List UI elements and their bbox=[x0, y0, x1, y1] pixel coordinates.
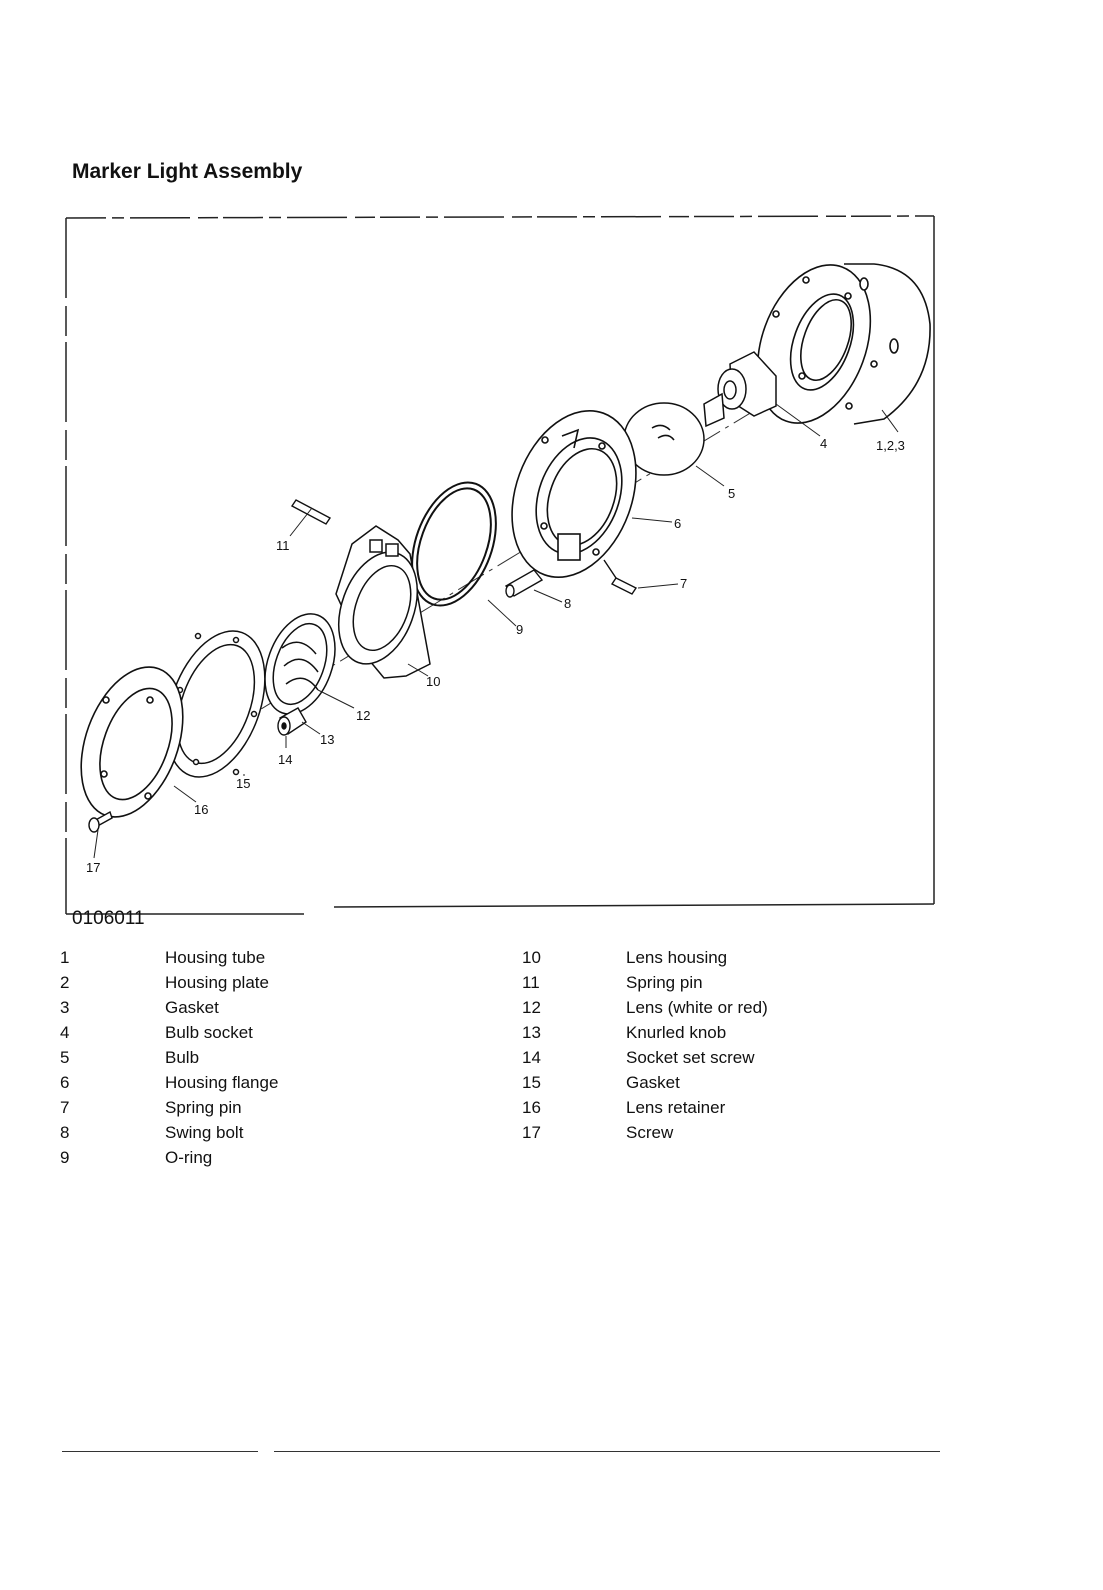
legend-number: 9 bbox=[60, 1148, 70, 1167]
spring-pin-11-part bbox=[290, 499, 332, 525]
callout-11: 11 bbox=[276, 538, 290, 553]
knurled-knob-part bbox=[277, 707, 307, 736]
legend-name: Bulb bbox=[165, 1048, 200, 1067]
legend-name: Bulb socket bbox=[165, 1023, 253, 1042]
exploded-view-diagram: 1,2,3 4 5 6 7 8 9 10 11 12 13 14 15 16 1… bbox=[64, 214, 942, 924]
leader-lines bbox=[93, 403, 899, 859]
legend-name: Gasket bbox=[165, 998, 219, 1017]
legend-number: 7 bbox=[60, 1098, 70, 1117]
legend-number: 11 bbox=[522, 973, 540, 992]
legend-number: 10 bbox=[522, 948, 541, 967]
legend-number: 2 bbox=[60, 973, 70, 992]
housing-flange-part bbox=[511, 409, 637, 579]
spring-pin-7-part bbox=[603, 559, 638, 595]
screw-part bbox=[88, 810, 113, 833]
legend-number: 3 bbox=[60, 998, 70, 1017]
callout-15: 15 bbox=[236, 776, 250, 791]
callout-1-2-3: 1,2,3 bbox=[876, 438, 905, 453]
legend-number: 5 bbox=[60, 1048, 70, 1067]
legend-name: Socket set screw bbox=[626, 1048, 755, 1067]
legend-name: Housing tube bbox=[165, 948, 266, 967]
legend-number: 1 bbox=[60, 948, 70, 967]
legend-number: 6 bbox=[60, 1073, 70, 1092]
callout-16: 16 bbox=[194, 802, 208, 817]
legend-name: Lens (white or red) bbox=[626, 998, 768, 1017]
callout-10: 10 bbox=[426, 674, 440, 689]
legend-name: Swing bolt bbox=[165, 1123, 244, 1142]
legend-name: Spring pin bbox=[626, 973, 703, 992]
legend-name: Lens retainer bbox=[626, 1098, 726, 1117]
lens-housing-part bbox=[335, 525, 431, 679]
legend-name: Housing flange bbox=[165, 1073, 279, 1092]
legend-number: 17 bbox=[522, 1123, 541, 1142]
legend-number: 15 bbox=[522, 1073, 541, 1092]
o-ring-part bbox=[411, 481, 497, 607]
legend-name: Gasket bbox=[626, 1073, 680, 1092]
callout-6: 6 bbox=[674, 516, 681, 531]
bulb-part bbox=[623, 392, 725, 476]
callout-4: 4 bbox=[820, 436, 827, 451]
figure-id: 0106011 bbox=[72, 908, 145, 929]
figure-border bbox=[65, 215, 935, 915]
footer-rule-right bbox=[274, 1451, 940, 1452]
legend-number: 16 bbox=[522, 1098, 541, 1117]
legend-number: 14 bbox=[522, 1048, 541, 1067]
callout-13: 13 bbox=[320, 732, 334, 747]
housing-tube-part bbox=[756, 263, 931, 425]
legend-name: Lens housing bbox=[626, 948, 728, 967]
legend-number: 12 bbox=[522, 998, 541, 1017]
exploded-view-svg: 1,2,3 4 5 6 7 8 9 10 11 12 13 14 15 16 1… bbox=[65, 215, 935, 915]
legend-name: Spring pin bbox=[165, 1098, 242, 1117]
legend-name: O-ring bbox=[165, 1148, 213, 1167]
lens-retainer-part bbox=[80, 666, 184, 818]
legend-name: Knurled knob bbox=[626, 1023, 727, 1042]
callout-7: 7 bbox=[680, 576, 687, 591]
bulb-socket-part bbox=[717, 351, 777, 417]
callout-5: 5 bbox=[728, 486, 735, 501]
page-title: Marker Light Assembly bbox=[72, 160, 303, 183]
callout-9: 9 bbox=[516, 622, 523, 637]
callout-14: 14 bbox=[278, 752, 292, 767]
legend-number: 4 bbox=[60, 1023, 70, 1042]
legend-name: Screw bbox=[626, 1123, 674, 1142]
callout-8: 8 bbox=[564, 596, 571, 611]
callout-17: 17 bbox=[86, 860, 100, 875]
callout-12: 12 bbox=[356, 708, 370, 723]
gasket-15-part bbox=[166, 630, 266, 778]
legend-number: 13 bbox=[522, 1023, 541, 1042]
lens-part bbox=[264, 613, 336, 715]
legend-name: Housing plate bbox=[165, 973, 269, 992]
legend-number: 8 bbox=[60, 1123, 70, 1142]
swing-bolt-part bbox=[504, 569, 544, 598]
footer-rule-left bbox=[62, 1451, 258, 1452]
